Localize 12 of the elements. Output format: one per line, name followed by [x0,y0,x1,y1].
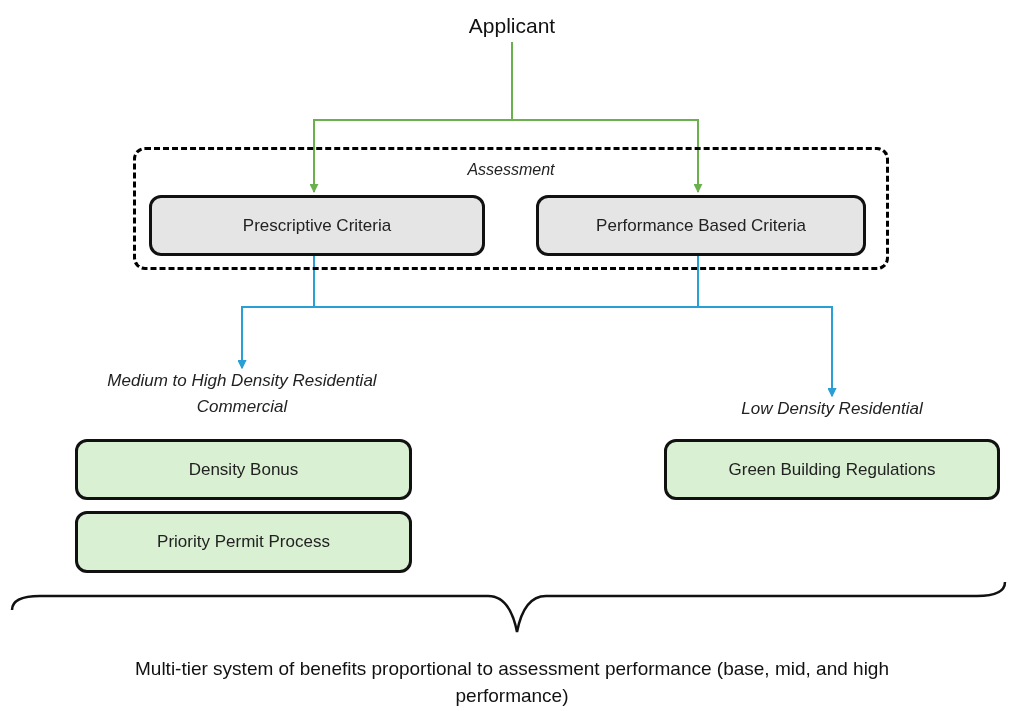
benefit-box: Density Bonus [75,439,412,500]
process-box: Performance Based Criteria [536,195,866,256]
start-label: Applicant [445,10,579,42]
benefit-box: Priority Permit Process [75,511,412,573]
group-title: Assessment [467,160,555,180]
summary-note: Multi-tier system of benefits proportional to assessment performance (base, mid, and high performance) [134,657,890,708]
category-label: Medium to High Density Residential Commercial [62,368,422,420]
category-label: Low Density Residential [700,396,964,422]
connector-arrow [511,41,703,193]
benefit-box: Green Building Regulations [664,439,1000,500]
process-box: Prescriptive Criteria [149,195,485,256]
dashed-group-box [133,147,889,270]
